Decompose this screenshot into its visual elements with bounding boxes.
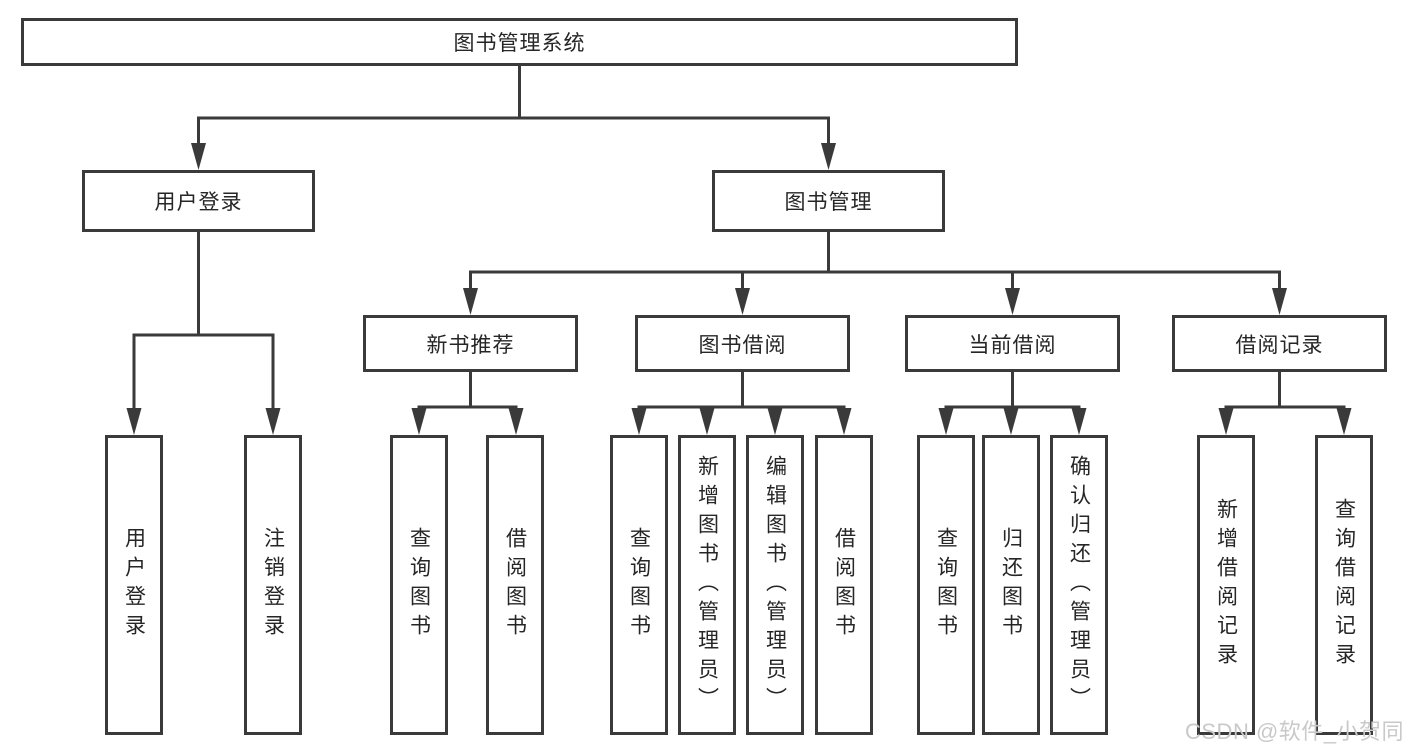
node-label: 图书管理系统 <box>453 32 586 55</box>
node-label: 图书借阅 <box>698 333 787 357</box>
leaf-label: 归还图书 <box>999 527 1023 643</box>
node-new-book-recommendation: 新书推荐 <box>363 315 578 372</box>
leaf-query-books-borrow: 查询图书 <box>610 435 668 735</box>
node-book-borrowing: 图书借阅 <box>635 315 850 372</box>
leaf-label: 新增借阅记录 <box>1214 498 1238 672</box>
leaf-label: 确认归还（管理员） <box>1067 454 1091 716</box>
leaf-label: 查询图书 <box>407 527 431 643</box>
node-label: 新书推荐 <box>426 333 515 357</box>
leaf-label: 新增图书（管理员） <box>695 454 719 716</box>
leaf-query-borrow-record: 查询借阅记录 <box>1315 435 1373 735</box>
leaf-return-books: 归还图书 <box>982 435 1040 735</box>
leaf-label: 编辑图书（管理员） <box>763 454 787 716</box>
leaf-confirm-return-admin: 确认归还（管理员） <box>1050 435 1108 735</box>
leaf-label: 查询图书 <box>934 527 958 643</box>
node-library-management-system: 图书管理系统 <box>21 18 1018 66</box>
node-label: 借阅记录 <box>1235 333 1324 357</box>
node-current-borrowing: 当前借阅 <box>905 315 1120 372</box>
csdn-watermark: CSDN @软件_小贺同学 <box>1185 719 1405 744</box>
node-book-management: 图书管理 <box>712 170 945 232</box>
node-label: 用户登录 <box>154 191 243 214</box>
leaf-label: 查询图书 <box>627 527 651 643</box>
leaf-borrow-books: 借阅图书 <box>815 435 873 735</box>
leaf-edit-books-admin: 编辑图书（管理员） <box>746 435 804 735</box>
leaf-label: 查询借阅记录 <box>1332 498 1356 672</box>
leaf-label: 注销登录 <box>261 527 285 643</box>
node-borrowing-records: 借阅记录 <box>1172 315 1387 372</box>
leaf-label: 借阅图书 <box>503 527 527 643</box>
leaf-add-borrow-record: 新增借阅记录 <box>1197 435 1255 735</box>
node-label: 图书管理 <box>784 191 873 214</box>
leaf-logout-login: 注销登录 <box>244 435 302 735</box>
node-label: 当前借阅 <box>968 333 1057 357</box>
leaf-query-books-current: 查询图书 <box>917 435 975 735</box>
leaf-borrow-books-recommend: 借阅图书 <box>486 435 544 735</box>
node-user-login: 用户登录 <box>82 170 315 232</box>
leaf-label: 用户登录 <box>122 527 146 643</box>
leaf-user-login: 用户登录 <box>105 435 163 735</box>
leaf-label: 借阅图书 <box>832 527 856 643</box>
leaf-add-books-admin: 新增图书（管理员） <box>678 435 736 735</box>
leaf-query-books-recommend: 查询图书 <box>390 435 448 735</box>
